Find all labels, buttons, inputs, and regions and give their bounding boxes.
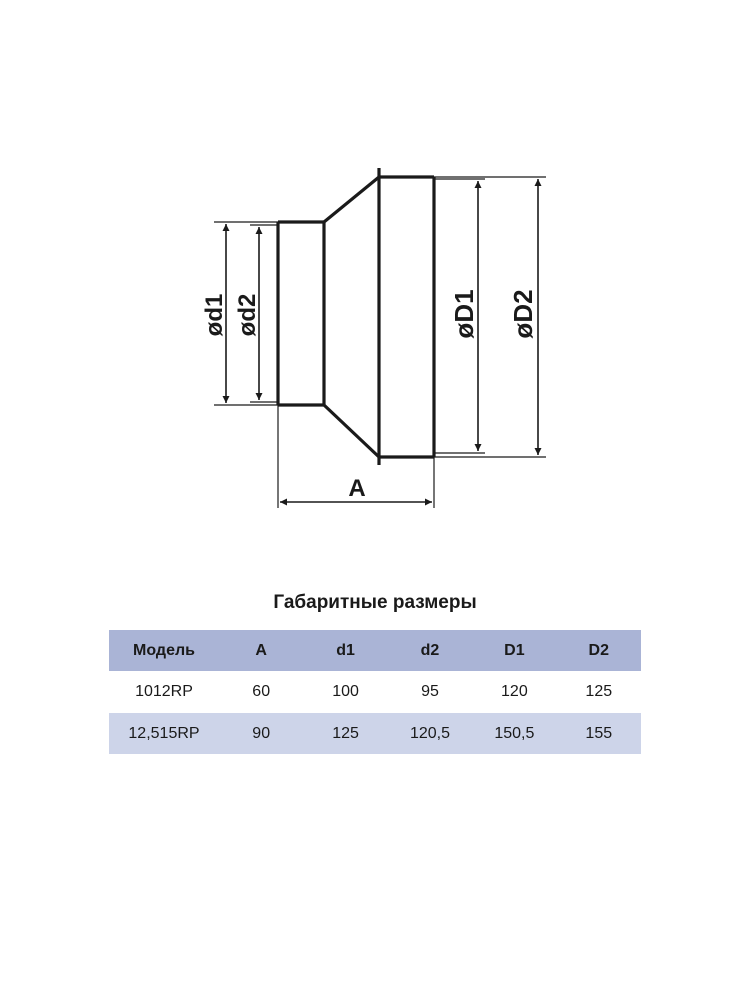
label-A: A [348,475,365,502]
extension-lines [214,176,546,508]
table-row: 12,515RP 90 125 120,5 150,5 155 [109,713,641,754]
dimension-lines [222,179,542,506]
cell-D1: 150,5 [494,724,535,742]
reducer-outline [276,168,436,465]
cell-d1: 125 [332,724,359,742]
label-d1: ød1 [201,294,228,337]
table-row: 1012RP 60 100 95 120 125 [109,671,641,713]
dimensions-table: Модель A d1 d2 D1 D2 1012RP 60 100 95 12… [109,630,641,754]
column-header-D2: D2 [588,641,609,659]
column-header-D1: D1 [504,641,525,659]
column-header-a: A [255,641,267,659]
label-D1: øD1 [449,289,479,338]
cell-a: 90 [252,724,271,742]
table-title: Габаритные размеры [273,592,477,613]
label-d2: ød2 [234,294,261,337]
cell-model: 12,515RP [128,724,200,742]
column-header-d2: d2 [420,641,440,659]
cell-d2: 120,5 [409,724,450,742]
label-D2: øD2 [508,289,538,338]
cell-d1: 100 [332,683,359,700]
cell-d2: 95 [421,683,439,700]
column-header-model: Модель [133,641,195,659]
reducer-dimension-drawing: ød1 ød2 øD1 øD2 A [201,168,546,508]
cell-D2: 155 [585,724,613,742]
cell-model: 1012RP [135,683,193,700]
column-header-d1: d1 [336,641,355,659]
cell-D1: 120 [501,683,528,700]
cell-D2: 125 [585,683,613,700]
cell-a: 60 [252,683,271,700]
table-header-row: Модель A d1 d2 D1 D2 [109,630,641,671]
